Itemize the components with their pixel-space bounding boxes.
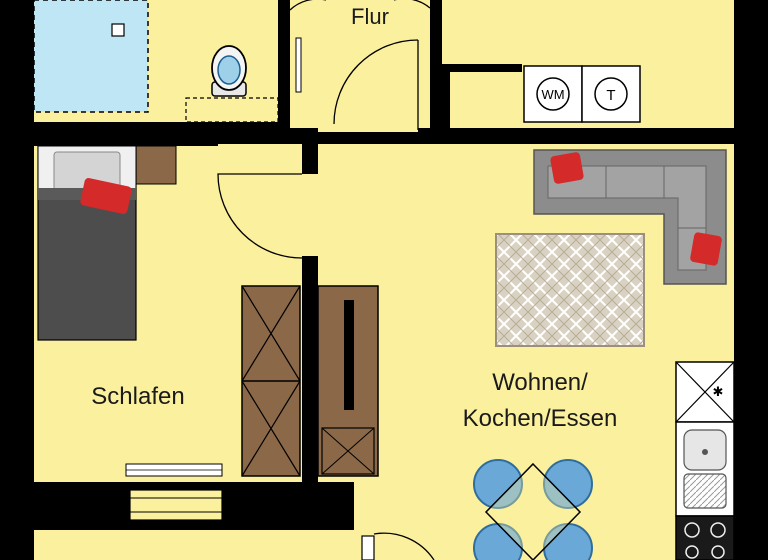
dryer-icon [594, 77, 628, 111]
shower [33, 0, 149, 113]
bed-cushion [80, 178, 132, 214]
dining-table [484, 462, 582, 560]
hall-floor [290, 0, 430, 132]
lower-elements [129, 489, 435, 560]
lower-room-floor [34, 530, 374, 560]
bedroom-furniture: Schlafen [37, 145, 303, 477]
dining-chair [473, 459, 523, 509]
dryer-label: T [606, 87, 615, 104]
bedroom-door-swing [217, 173, 303, 259]
bed [37, 145, 137, 341]
lower-door-swing [373, 532, 435, 560]
room-label-living-line1: Wohnen/ [492, 369, 588, 396]
wardrobe-left [241, 285, 301, 477]
hall-elements: Flur [289, 0, 431, 130]
sofa-cushion-left [550, 152, 584, 184]
shower-drain-icon [111, 23, 125, 37]
living-door-swing [333, 39, 419, 125]
washing-machine-label: WM [541, 87, 564, 102]
kitchen-counter: ✱ [675, 361, 735, 560]
sofa [533, 149, 727, 285]
washing-machine-icon [536, 77, 570, 111]
dryer [581, 65, 641, 123]
bathroom-fixtures [33, 0, 279, 123]
dining-chair [543, 459, 593, 509]
walls [34, 0, 734, 530]
toilet-niche [185, 97, 279, 123]
toilet-icon [211, 45, 247, 97]
dining-set [473, 459, 593, 560]
room-label-bedroom: Schlafen [91, 383, 184, 410]
rug [495, 233, 645, 347]
living-furniture: Wohnen/ Kochen/Essen ✱ [317, 149, 735, 560]
living-floor-entry [218, 144, 318, 256]
radiator-bedroom [125, 463, 223, 477]
wardrobe-right [317, 285, 379, 477]
nightstand [135, 145, 177, 185]
sofa-cushion-right [690, 232, 722, 266]
room-label-living-line2: Kochen/Essen [463, 405, 618, 432]
fridge-snowflake-icon: ✱ [713, 385, 724, 400]
room-label-hall: Flur [351, 4, 389, 29]
utility-door-swing [394, 0, 431, 9]
laundry-appliances: WM T [523, 65, 641, 123]
hall-radiator [295, 37, 302, 93]
window-frame [129, 489, 223, 521]
bath-door-swing [289, 0, 326, 11]
stove [675, 515, 735, 560]
